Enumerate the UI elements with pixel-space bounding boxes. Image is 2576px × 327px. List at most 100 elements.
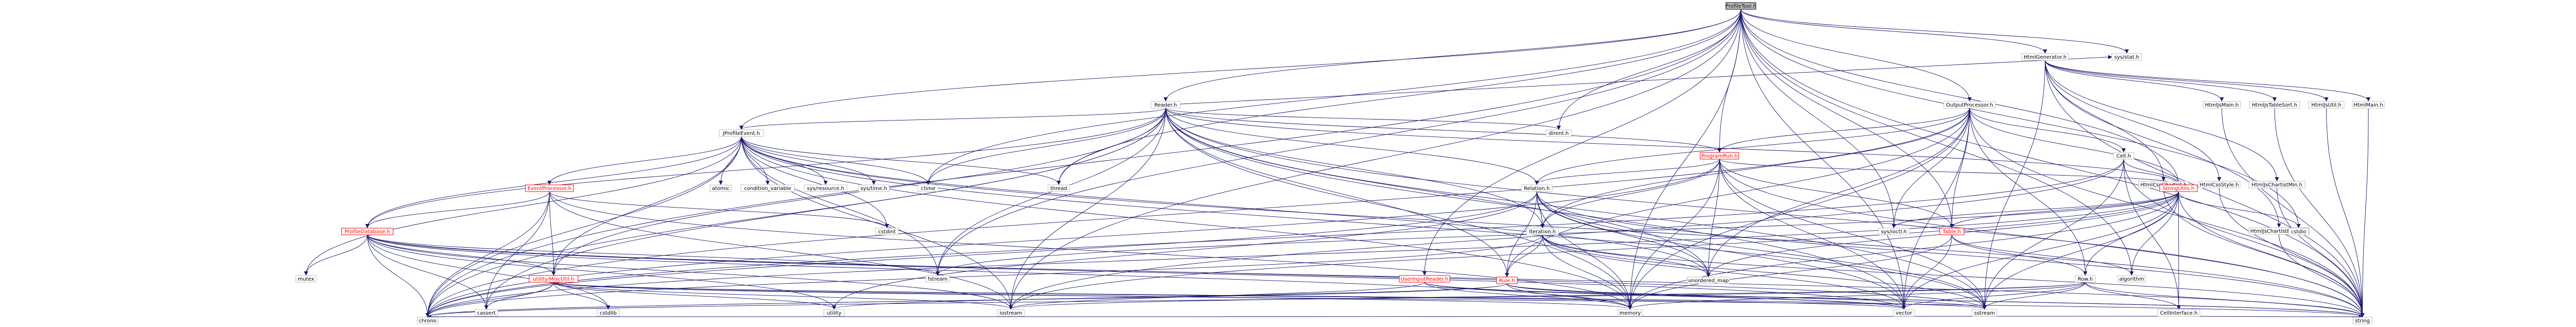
edge-htmljschartistmin-h-to-string	[2277, 187, 2365, 317]
node-iteration-h[interactable]: Iteration.h	[1526, 228, 1559, 235]
node-box-cell-h	[2113, 152, 2134, 160]
node-atomic[interactable]: atomic	[709, 184, 732, 192]
node-cell-h[interactable]: Cell.h	[2113, 152, 2134, 160]
node-box-fstream	[925, 275, 950, 283]
node-cstdlib[interactable]: cstdlib	[597, 309, 620, 317]
node-cstdio[interactable]: cstdio	[2288, 228, 2309, 235]
edge-profiletool-h-to-ctime	[926, 9, 1741, 185]
edge-profiletool-h-to-sys-stat-h	[1740, 9, 2129, 54]
node-box-memory	[1617, 309, 1643, 317]
edge-stringutils-h-to-chrono	[426, 191, 2179, 317]
node-sstream[interactable]: sstream	[1972, 309, 1997, 317]
edge-profiletool-h-to-stringutils-h	[1740, 9, 2181, 185]
edge-outputprocessor-h-to-sys-ioctl-h	[1892, 108, 1970, 228]
node-reader-h[interactable]: Reader.h	[1150, 101, 1181, 109]
edge-outputprocessor-h-to-vector	[1902, 108, 1970, 309]
node-outputprocessor-h[interactable]: OutputProcessor.h	[1943, 101, 1996, 109]
node-label-cassert: cassert	[477, 311, 496, 316]
node-rule-h[interactable]: Rule.h	[1496, 277, 1518, 284]
node-relation-h[interactable]: Relation.h	[1521, 184, 1553, 192]
edge-profiledatabase-h-to-iostream	[367, 234, 1013, 309]
node-sys-ioctl-h[interactable]: sys/ioctl.h	[1878, 228, 1910, 235]
edge-cellinterface-h-to-string	[2178, 314, 2363, 319]
node-thread[interactable]: thread	[1047, 184, 1070, 192]
node-htmljsutil-h[interactable]: HtmlJsUtil.h	[2308, 101, 2345, 109]
node-cellinterface-h[interactable]: CellInterface.h	[2157, 309, 2200, 317]
edge-programrun-h-to-unordered-map	[1706, 159, 1720, 277]
node-box-htmljsmain-h	[2202, 101, 2241, 109]
node-memory[interactable]: memory	[1617, 309, 1643, 317]
edge-jprofileevent-h-to-iostream	[741, 136, 1013, 309]
node-dirent-h[interactable]: dirent.h	[1546, 129, 1572, 137]
node-chrono[interactable]: chrono	[417, 317, 438, 324]
node-profiledatabase-h[interactable]: ProfileDatabase.h	[341, 228, 394, 235]
node-table-h[interactable]: Table.h	[1939, 228, 1964, 235]
node-sys-stat-h[interactable]: sys/stat.h	[2111, 53, 2142, 61]
edge-reader-h-to-sys-stat-h	[1165, 55, 2112, 105]
node-cstdint[interactable]: cstdint	[875, 228, 899, 235]
node-label-htmljschartistmin-h: HtmlJsChartistMin.h	[2251, 182, 2302, 188]
node-box-htmlmain-h	[2352, 101, 2385, 109]
node-htmlgenerator-h[interactable]: HtmlGenerator.h	[2021, 53, 2069, 61]
node-string[interactable]: string	[2352, 317, 2372, 324]
node-ctime[interactable]: ctime	[918, 184, 939, 192]
edge-htmlcssstyle-h-to-string	[2219, 187, 2365, 317]
edge-htmlgenerator-h-to-htmljschartistplugin-h	[2045, 60, 2281, 228]
node-algorithm[interactable]: algorithm	[2117, 275, 2146, 283]
node-row-h[interactable]: Row.h	[2075, 275, 2096, 283]
node-box-htmlgenerator-h	[2021, 53, 2069, 61]
node-htmlmain-h[interactable]: HtmlMain.h	[2352, 101, 2385, 109]
node-vector[interactable]: vector	[1893, 309, 1915, 317]
node-mutex[interactable]: mutex	[295, 275, 317, 283]
edge-profiletool-h-to-vector	[1740, 9, 1906, 309]
edge-table-h-to-vector	[1902, 234, 1952, 309]
node-utility-miscutil-h[interactable]: utility/MiscUtil.h	[529, 275, 579, 283]
node-cassert[interactable]: cassert	[474, 309, 498, 317]
node-box-ctime	[918, 184, 939, 192]
node-sys-resource-h[interactable]: sys/resource.h	[804, 184, 848, 192]
edge-table-h-to-row-h	[1952, 234, 2088, 276]
edge-eventprocessor-h-to-chrono	[426, 191, 550, 317]
node-condition-variable[interactable]: condition_variable	[740, 184, 795, 192]
node-utility[interactable]: utility	[823, 309, 845, 317]
node-fstream[interactable]: fstream	[925, 275, 950, 283]
edge-jprofileevent-h-to-eventprocessor-h	[547, 136, 742, 185]
edge-eventprocessor-h-to-profiledatabase-h	[365, 191, 550, 228]
node-iostream[interactable]: iostream	[997, 309, 1025, 317]
node-jprofileevent-h[interactable]: JProfileEvent.h	[719, 129, 764, 137]
node-box-thread	[1047, 184, 1070, 192]
node-userinputreader-h[interactable]: UserInputReader.h	[1399, 275, 1450, 283]
node-label-jprofileevent-h: JProfileEvent.h	[722, 131, 760, 136]
edge-jprofileevent-h-to-unordered-map	[741, 136, 1710, 277]
node-label-mutex: mutex	[298, 277, 314, 282]
edge-stringutils-h-to-sys-ioctl-h	[1892, 191, 2179, 228]
node-label-algorithm: algorithm	[2119, 277, 2144, 282]
node-htmlcssstyle-h[interactable]: HtmlCssStyle.h	[2198, 181, 2241, 188]
node-box-htmljsutil-h	[2308, 101, 2345, 109]
node-htmljschartistmin-h[interactable]: HtmlJsChartistMin.h	[2248, 181, 2306, 188]
node-eventprocessor-h[interactable]: EventProcessor.h	[525, 184, 574, 192]
edge-rule-h-to-utility	[832, 283, 1507, 309]
node-box-cassert	[474, 309, 498, 317]
node-box-cstdio	[2288, 228, 2309, 235]
edge-stringutils-h-to-memory	[1628, 191, 2179, 309]
edge-profiletool-h-to-reader-h	[1163, 9, 1741, 101]
node-box-stringutils-h	[2159, 184, 2198, 192]
edge-programrun-h-to-stringutils-h	[1719, 159, 2181, 185]
node-box-relation-h	[1521, 184, 1553, 192]
node-unordered-map[interactable]: unordered_map	[1687, 277, 1730, 284]
node-box-algorithm	[2117, 275, 2146, 283]
edge-programrun-h-to-sstream	[1719, 159, 1987, 309]
edge-eventprocessor-h-to-memory	[549, 191, 1632, 309]
node-sys-time-h[interactable]: sys/time.h	[858, 184, 890, 192]
node-label-chrono: chrono	[419, 318, 436, 324]
edge-row-h-to-cellinterface-h	[2085, 282, 2181, 309]
node-label-programrun-h: ProgramRun.h	[1701, 153, 1738, 159]
node-box-htmljstablesort-h	[2249, 101, 2300, 109]
node-htmljsmain-h[interactable]: HtmlJsMain.h	[2202, 101, 2241, 109]
node-programrun-h[interactable]: ProgramRun.h	[1700, 152, 1739, 160]
node-htmljstablesort-h[interactable]: HtmlJsTableSort.h	[2249, 101, 2300, 109]
node-stringutils-h[interactable]: StringUtils.h	[2159, 184, 2198, 192]
edge-jprofileevent-h-to-ctime	[741, 136, 930, 185]
edge-reader-h-to-ctime	[926, 108, 1166, 185]
